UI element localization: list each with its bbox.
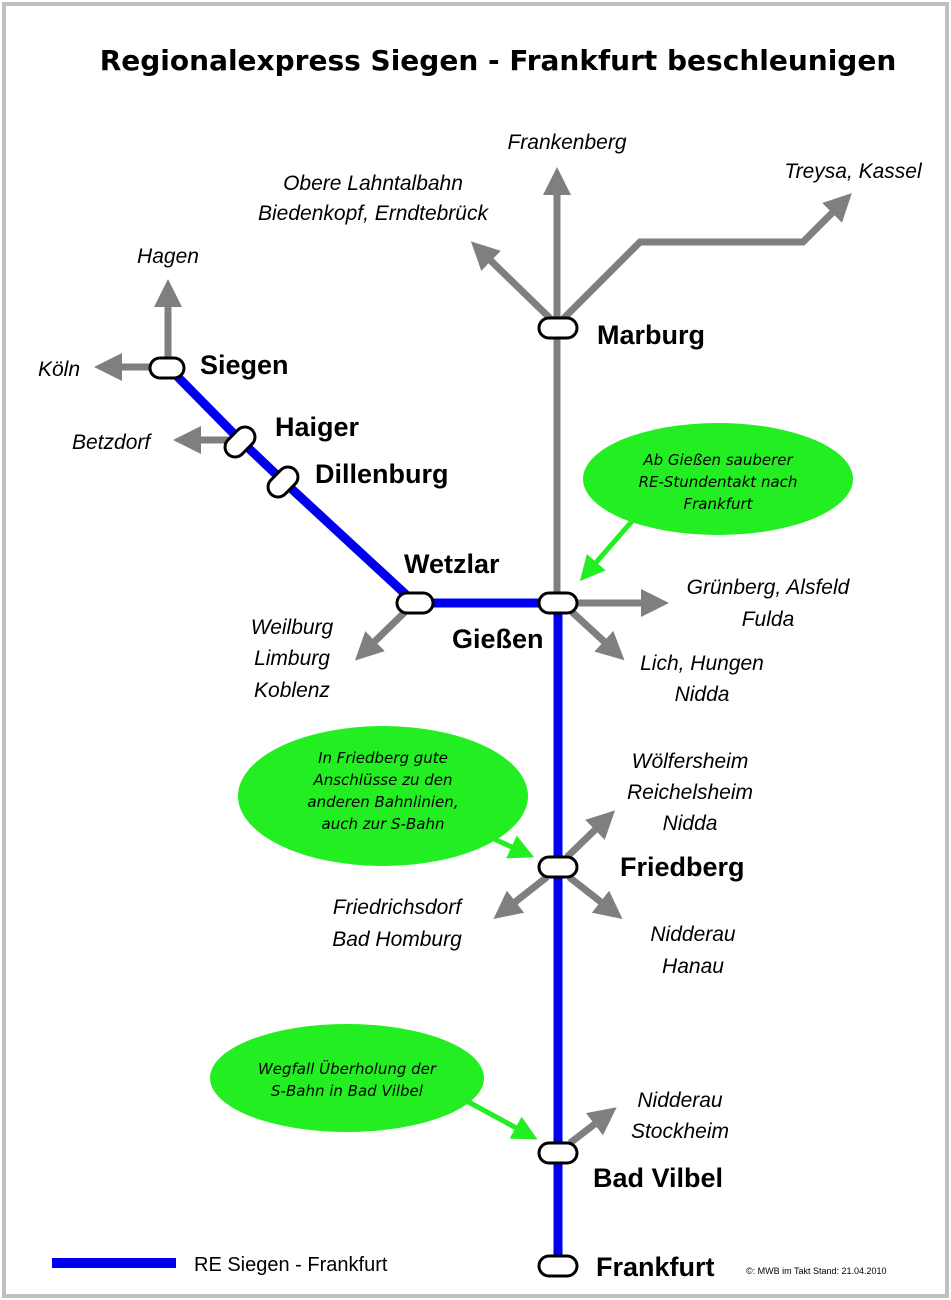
stop-haiger [223,425,257,459]
stop-siegen [148,356,186,380]
re-line-siegen-frankfurt [164,363,563,1262]
note-arrow-giessen [579,518,635,582]
note-arrow-bad-vilbel [461,1096,538,1140]
station-label-siegen: Siegen [200,350,289,380]
legend-label: RE Siegen - Frankfurt [194,1254,388,1276]
stop-frankfurt [537,1254,579,1278]
branch-arrow-treysa [554,193,852,328]
dest-nidderau-stockheim-line1: Nidderau [637,1089,723,1112]
note-friedberg-line3: anderen Bahnlinien, [307,793,458,811]
station-label-frankfurt: Frankfurt [596,1252,715,1282]
page-title: Regionalexpress Siegen - Frankfurt besch… [100,44,897,77]
note-friedberg-line4: auch zur S-Bahn [322,815,445,833]
stop-dillenburg [266,465,300,499]
branch-arrow-lahntal [470,241,560,328]
note-bubble-bad-vilbel [210,1024,484,1132]
credit-text: ©: MWB im Takt Stand: 21.04.2010 [746,1266,887,1276]
station-markers [148,316,579,1278]
note-bad-vilbel-line2: S-Bahn in Bad Vilbel [271,1082,424,1100]
note-bad-vilbel: Wegfall Überholung der S-Bahn in Bad Vil… [210,1024,484,1132]
dest-lich-line1: Lich, Hungen [640,652,764,675]
dest-treysa-kassel: Treysa, Kassel [784,160,923,183]
dest-lahntal-line2: Biedenkopf, Erndtebrück [258,202,489,225]
legend: RE Siegen - Frankfurt [52,1254,388,1276]
stop-friedberg [537,855,579,879]
branch-arrow-weilburg [354,609,408,661]
dest-woelfersheim-line2: Reichelsheim [627,781,753,804]
stop-giessen [537,591,579,615]
dest-weilburg-line1: Weilburg [251,616,334,639]
dest-weilburg-line3: Koblenz [254,679,330,702]
stop-wetzlar [395,591,435,615]
dest-nidderau-hanau-line2: Hanau [662,955,724,978]
dest-frankenberg: Frankenberg [507,131,626,154]
station-label-dillenburg: Dillenburg [315,459,449,489]
dest-betzdorf: Betzdorf [72,431,152,454]
station-label-friedberg: Friedberg [620,852,745,882]
note-friedberg-line2: Anschlüsse zu den [312,771,452,789]
note-giessen-line3: Frankfurt [683,495,753,513]
dest-friedrichsdorf-line1: Friedrichsdorf [333,896,464,919]
legend-swatch-re-line [52,1258,176,1268]
note-bubble-giessen [583,423,853,535]
dest-gruenberg-line2: Fulda [742,608,795,631]
branch-arrow-nidderau-stockheim [567,1107,617,1146]
stop-marburg [537,316,579,340]
dest-lich-line2: Nidda [675,683,730,706]
dest-nidderau-hanau-line1: Nidderau [650,923,736,946]
dest-nidderau-stockheim-line2: Stockheim [631,1120,729,1143]
station-label-wetzlar: Wetzlar [404,549,500,579]
station-label-bad-vilbel: Bad Vilbel [593,1163,723,1193]
note-giessen: Ab Gießen sauberer RE-Stundentakt nach F… [583,423,853,535]
dest-woelfersheim-line3: Nidda [663,812,718,835]
stop-bad-vilbel [537,1141,579,1165]
station-label-giessen: Gießen [452,624,544,654]
dest-woelfersheim-line1: Wölfersheim [632,750,749,773]
note-friedberg: In Friedberg gute Anschlüsse zu den ande… [238,726,528,866]
branch-arrow-nidderau-hanau [566,874,623,919]
branch-arrow-lich [569,609,625,661]
note-giessen-line1: Ab Gießen sauberer [642,451,793,469]
note-bad-vilbel-line1: Wegfall Überholung der [258,1059,437,1078]
dest-lahntal-line1: Obere Lahntalbahn [283,172,463,195]
dest-friedrichsdorf-line2: Bad Homburg [332,928,462,951]
station-label-haiger: Haiger [275,412,360,442]
dest-weilburg-line2: Limburg [254,647,330,670]
dest-hagen: Hagen [137,245,199,268]
note-giessen-line2: RE-Stundentakt nach [639,473,798,491]
branch-lines [94,167,852,1146]
branch-arrow-woelfersheim [564,810,616,860]
branch-arrow-friedrichsdorf [493,874,550,919]
note-bubble-friedberg [238,726,528,866]
dest-gruenberg-line1: Grünberg, Alsfeld [687,576,851,599]
dest-koeln: Köln [38,358,80,381]
note-friedberg-line1: In Friedberg gute [318,749,448,767]
station-label-marburg: Marburg [597,320,705,350]
